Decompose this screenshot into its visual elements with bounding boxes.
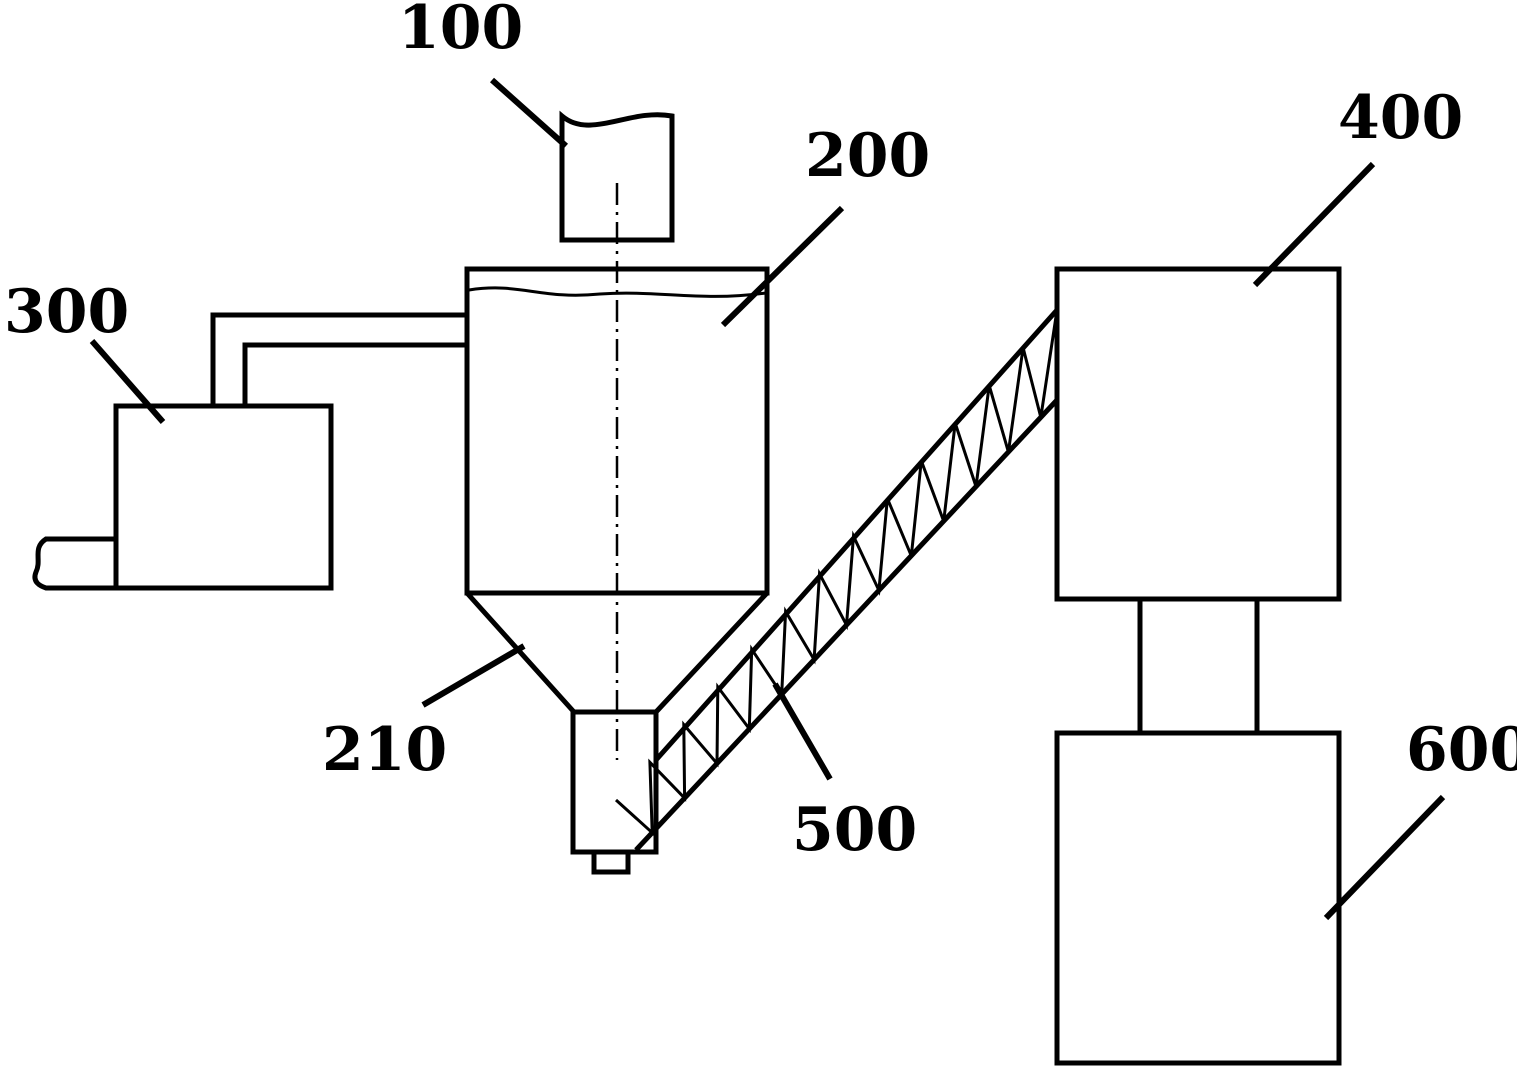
label-210: 210 xyxy=(322,715,447,785)
component-210-cone xyxy=(465,591,769,875)
leader-500 xyxy=(772,682,833,781)
label-200: 200 xyxy=(805,121,930,191)
component-500-screw-conveyor xyxy=(614,308,1059,852)
component-600-unit xyxy=(1054,730,1342,1066)
component-300-unit xyxy=(32,312,467,591)
leader-300 xyxy=(89,339,166,424)
component-400-unit xyxy=(1054,266,1342,602)
leader-210 xyxy=(421,643,526,708)
screw-flight xyxy=(614,309,1059,837)
connector-400-600 xyxy=(1137,599,1260,733)
leader-100 xyxy=(490,77,568,149)
leader-600 xyxy=(1323,794,1446,921)
outlet-cap xyxy=(591,849,631,875)
outlet-housing xyxy=(570,709,659,855)
pipe-outer xyxy=(210,312,467,406)
label-500: 500 xyxy=(792,795,917,865)
leader-200 xyxy=(720,205,845,328)
leader-400 xyxy=(1252,161,1376,288)
liquid-level-line xyxy=(468,286,767,298)
pipe-inner xyxy=(242,342,467,406)
labels: 100 200 210 300 400 500 600 xyxy=(4,0,1517,865)
component-100-feed-pipe xyxy=(559,110,675,243)
leader-lines xyxy=(89,77,1446,921)
label-300: 300 xyxy=(4,277,129,347)
label-600: 600 xyxy=(1406,715,1517,785)
label-400: 400 xyxy=(1338,83,1463,153)
label-100: 100 xyxy=(398,0,523,63)
inlet-pipe xyxy=(32,536,116,591)
